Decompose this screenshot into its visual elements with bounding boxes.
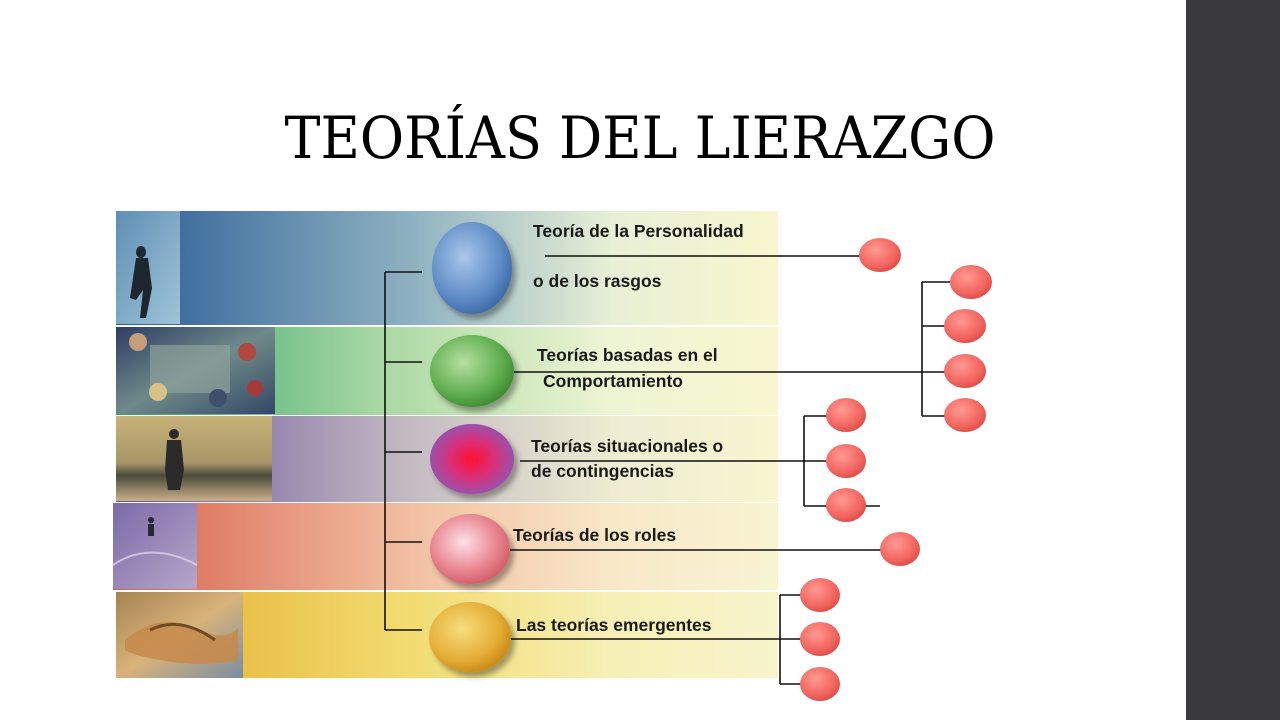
branch-nodes [800,238,992,701]
node-roles-1 [880,532,920,566]
node-behavior-4 [944,398,986,432]
photo-handshake [116,592,243,678]
label-behavior-line-2: Comportamiento [543,371,683,391]
node-emergent-1 [800,578,840,612]
node-personality-1 [859,238,901,272]
node-behavior-3 [944,354,986,388]
node-emergent-2 [800,622,840,656]
sphere-behavior [430,335,514,407]
label-situational-line-1: Teorías situacionales o [531,436,723,456]
branch-lines [510,255,952,685]
sphere-emergent [429,602,511,672]
sphere-roles [430,514,510,584]
main-bracket [384,271,422,631]
label-personality-line-1: Teoría de la Personalidad [533,221,744,241]
photo-walking-man [116,211,180,324]
sphere-situational [430,424,514,494]
node-behavior-2 [944,309,986,343]
sphere-personality [432,222,512,314]
node-behavior-1 [950,265,992,299]
photo-meeting-table [116,327,275,414]
photo-purple-figure [112,503,198,589]
side-bar [1186,0,1280,720]
label-personality-line-2: o de los rasgos [533,271,662,291]
node-emergent-3 [800,667,840,701]
leadership-diagram: Teoría de la Personalidad o de los rasgo… [112,211,992,701]
label-roles: Teorías de los roles [513,525,676,545]
slide-title: TEORÍAS DEL LIERAZGO [284,104,996,172]
node-situational-3 [826,488,866,522]
node-situational-1 [826,398,866,432]
label-behavior-line-1: Teorías basadas en el [537,345,718,365]
label-emergent: Las teorías emergentes [516,615,712,635]
slide: TEORÍAS DEL LIERAZGO [112,104,996,701]
photo-businessman [116,416,272,501]
label-situational-line-2: de contingencias [531,461,674,481]
node-situational-2 [826,444,866,478]
